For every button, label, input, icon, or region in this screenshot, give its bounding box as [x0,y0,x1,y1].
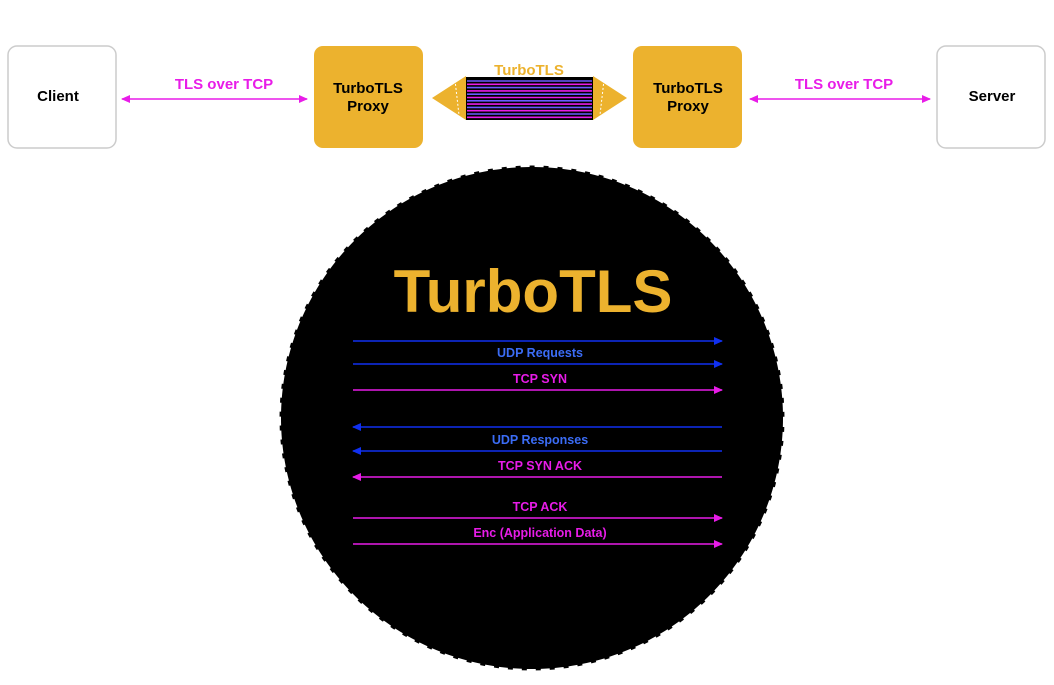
left-link-label: TLS over TCP [175,76,273,93]
tunnel-stream-lines [467,80,592,119]
client-node: Client [7,45,117,149]
left-proxy-node: TurboTLS Proxy [314,46,423,148]
right-proxy-label-line2: Proxy [667,98,709,115]
right-proxy-label-line1: TurboTLS [653,80,723,97]
right-proxy-node: TurboTLS Proxy [633,46,742,148]
server-label: Server [969,88,1016,105]
message-label: Enc (Application Data) [473,526,606,540]
tunnel-right-arrowhead [593,76,627,120]
tunnel-label: TurboTLS [494,62,564,79]
left-proxy-label-line2: Proxy [347,98,389,115]
server-node: Server [936,45,1046,149]
right-tls-link: TLS over TCP [749,76,931,103]
client-label: Client [37,88,79,105]
tunnel-left-arrowhead [432,76,466,120]
message-label: TCP SYN ACK [498,459,582,473]
circle-title: TurboTLS [394,258,673,325]
left-tls-link: TLS over TCP [121,76,308,103]
right-link-label: TLS over TCP [795,76,893,93]
left-proxy-label-line1: TurboTLS [333,80,403,97]
message-label: UDP Requests [497,346,583,360]
message-label: UDP Responses [492,433,588,447]
turbotls-tunnel: TurboTLS [432,62,627,120]
message-label: TCP ACK [513,500,568,514]
message-label: TCP SYN [513,372,567,386]
